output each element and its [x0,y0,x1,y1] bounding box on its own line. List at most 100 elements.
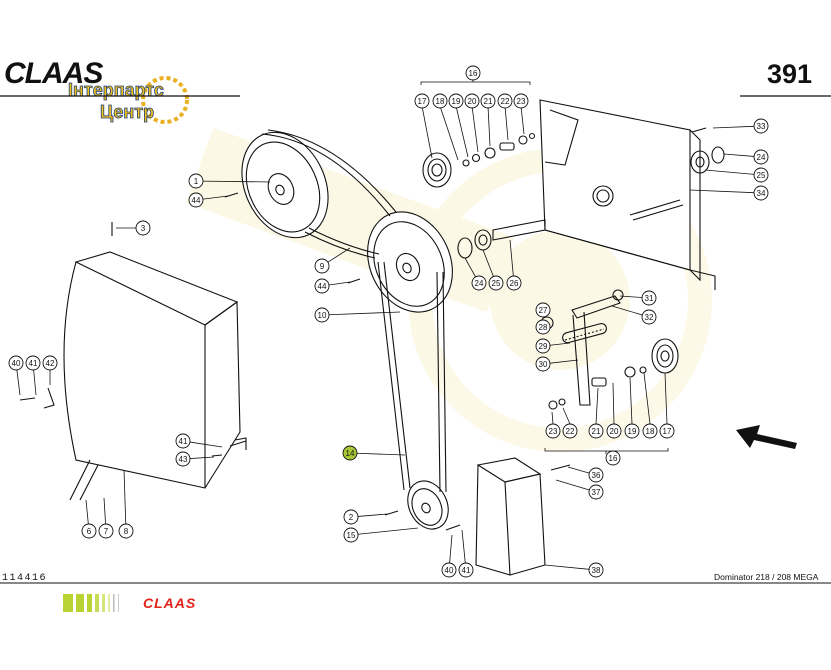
callout-number: 14 [346,449,355,458]
callout-17-top[interactable]: 17 [414,93,430,109]
callout-bubble [175,433,191,449]
callout-20-top[interactable]: 20 [464,93,480,109]
callout-25-mid[interactable]: 25 [482,249,504,291]
callout-15[interactable]: 15 [343,527,419,543]
callout-bubble [464,93,480,109]
callout-36[interactable]: 36 [567,466,604,483]
callout-bubble [753,167,769,183]
callout-leader-line [544,564,590,570]
callout-leader-line [619,295,643,298]
callout-41-low[interactable]: 41 [458,529,474,578]
callout-leader-line [189,456,215,459]
callout-number: 44 [318,282,327,291]
callout-1[interactable]: 1 [188,173,271,189]
dealer-logo-line2: Центр [100,102,154,122]
callout-31[interactable]: 31 [619,290,657,306]
callout-40-left[interactable]: 40 [8,355,24,396]
callout-18-top[interactable]: 18 [432,93,448,109]
group-bracket-top [420,78,531,161]
callout-25-right[interactable]: 25 [704,167,769,183]
callout-19-low[interactable]: 19 [624,423,640,439]
callout-number: 6 [87,527,92,536]
claas-brand-text: CLAAS [4,57,103,90]
callout-21-low[interactable]: 21 [588,423,604,439]
callout-bubble [343,527,359,543]
callout-37[interactable]: 37 [555,479,604,500]
callout-28[interactable]: 28 [535,319,551,335]
callout-bubble [135,220,151,236]
callout-number: 21 [592,427,601,436]
drawing-number: 114416 [2,573,47,584]
callout-bubble [314,307,330,323]
callout-bubble [448,93,464,109]
callout-32[interactable]: 32 [611,305,657,325]
callout-14[interactable]: 14 [342,445,406,461]
callout-bubble [497,93,513,109]
right-bearing-stack [690,127,725,174]
callout-38[interactable]: 38 [544,562,604,578]
callout-30[interactable]: 30 [535,356,579,372]
callout-number: 33 [757,122,766,131]
callout-number: 19 [628,427,637,436]
callout-number: 16 [609,454,618,463]
callout-40-low[interactable]: 40 [441,534,457,578]
callout-number: 43 [179,455,188,464]
callout-2[interactable]: 2 [343,509,388,525]
callout-number: 22 [501,97,510,106]
callout-number: 18 [436,97,445,106]
callout-leader-line [567,466,590,474]
callout-8[interactable]: 8 [118,469,134,539]
callout-9[interactable]: 9 [314,247,351,274]
callout-bubble [432,93,448,109]
middle-pulley [367,211,453,313]
callout-41-mid[interactable]: 41 [175,433,223,449]
callout-bubble [42,355,58,371]
callout-21-top[interactable]: 21 [480,93,496,109]
callout-44-b[interactable]: 44 [314,278,351,294]
callout-number: 17 [663,427,672,436]
callout-bubble [605,450,621,466]
view-direction-arrow-icon [736,425,797,449]
callout-20-low[interactable]: 20 [606,423,622,439]
callout-22-top[interactable]: 22 [497,93,513,109]
callout-42[interactable]: 42 [42,355,58,385]
callout-24-right[interactable]: 24 [723,149,769,165]
callout-16-low[interactable]: 16 [605,450,621,466]
callout-17-low[interactable]: 17 [659,423,675,439]
callout-number: 20 [468,97,477,106]
callout-bubble [535,302,551,318]
callout-19-top[interactable]: 19 [448,93,464,109]
callout-24-mid[interactable]: 24 [464,257,487,291]
callout-number: 42 [46,359,55,368]
callout-7[interactable]: 7 [98,497,114,539]
callout-number: 40 [12,359,21,368]
callout-27[interactable]: 27 [535,302,551,318]
callout-leader-line [449,534,453,564]
callout-bubble [588,484,604,500]
side-frame-plate [539,99,716,290]
callout-number: 3 [141,224,146,233]
callout-number: 41 [179,437,188,446]
callout-number: 25 [757,171,766,180]
callout-43[interactable]: 43 [175,451,215,467]
callout-number: 25 [492,279,501,288]
callout-3[interactable]: 3 [116,220,151,236]
callout-bubble [441,562,457,578]
callout-33[interactable]: 33 [712,118,769,134]
callout-23-top[interactable]: 23 [513,93,529,109]
callout-23-low[interactable]: 23 [545,423,561,439]
upper-pulley [241,131,329,239]
callout-41-left[interactable]: 41 [25,355,41,396]
callout-number: 18 [646,427,655,436]
callout-44-a[interactable]: 44 [188,192,229,208]
callout-leader-line [357,527,419,535]
callout-16-top[interactable]: 16 [465,65,481,81]
callout-34[interactable]: 34 [689,185,769,201]
callout-22-low[interactable]: 22 [562,423,578,439]
callout-29[interactable]: 29 [535,338,571,354]
callout-18-low[interactable]: 18 [642,423,658,439]
callout-26[interactable]: 26 [506,239,522,291]
callout-6[interactable]: 6 [81,499,97,539]
callout-bubble [458,562,474,578]
callout-10[interactable]: 10 [314,307,401,323]
